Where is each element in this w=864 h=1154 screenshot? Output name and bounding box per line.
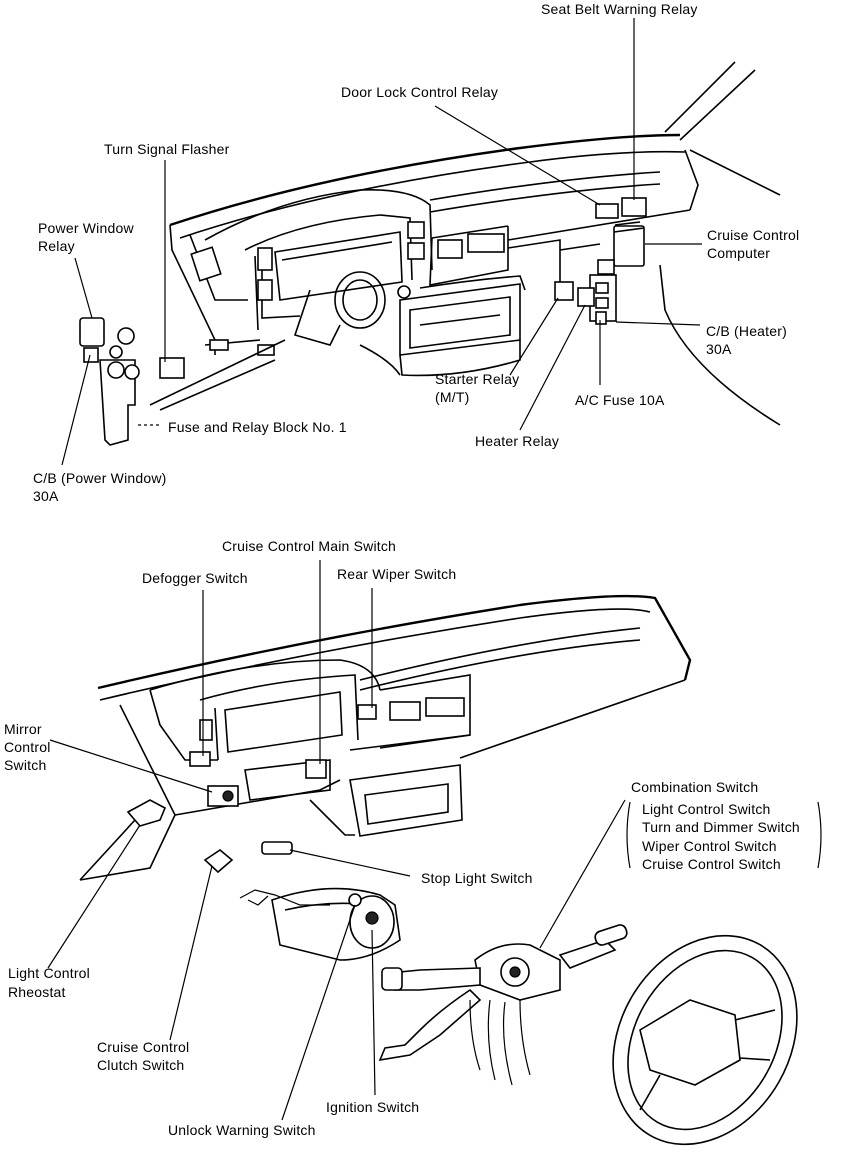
label-combo-turn-dimmer: Turn and Dimmer Switch — [642, 819, 800, 835]
bottom-switches — [126, 704, 377, 874]
label-starter-relay-line2: (M/T) — [435, 389, 470, 405]
leader-door-lock — [434, 105, 601, 206]
label-cb-power-window-line2: 30A — [33, 488, 59, 504]
label-door-lock-control-relay: Door Lock Control Relay — [341, 84, 499, 100]
steering-wheel — [612, 934, 798, 1146]
seat-belt-warning-relay-shape — [621, 197, 647, 217]
label-light-control-rheostat-line1: Light Control — [8, 965, 90, 981]
bottom-dashboard — [79, 594, 692, 881]
label-defogger-switch: Defogger Switch — [142, 570, 248, 586]
label-cruise-control-computer-line2: Computer — [707, 245, 771, 261]
leader-combination — [539, 799, 626, 949]
cruise-control-main-switch-shape — [305, 759, 327, 779]
label-seat-belt-warning-relay: Seat Belt Warning Relay — [541, 1, 698, 17]
ignition-switch-assembly — [239, 887, 401, 961]
stop-light-switch-shape — [261, 841, 293, 855]
ac-fuse-shape — [595, 311, 607, 325]
label-unlock-warning-switch: Unlock Warning Switch — [168, 1122, 316, 1138]
leader-rheostat — [47, 824, 141, 969]
label-ac-fuse: A/C Fuse 10A — [575, 392, 665, 408]
label-power-window-relay-line1: Power Window — [38, 220, 134, 236]
leader-unlock-warning — [281, 904, 356, 1121]
label-ignition-switch: Ignition Switch — [326, 1099, 420, 1115]
starter-relay-shape — [554, 281, 574, 301]
cruise-control-computer-shape — [613, 225, 645, 267]
rear-wiper-switch-shape — [357, 704, 377, 720]
label-cb-heater-line2: 30A — [706, 341, 732, 357]
leader-heater-relay — [519, 304, 586, 431]
label-turn-signal-flasher: Turn Signal Flasher — [104, 141, 230, 157]
power-window-relay-shape — [79, 317, 105, 347]
label-light-control-rheostat-line2: Rheostat — [8, 984, 66, 1000]
label-cb-power-window-line1: C/B (Power Window) — [33, 470, 167, 486]
label-mirror-control-switch-line1: Mirror — [4, 721, 42, 737]
leader-mirror — [49, 739, 213, 793]
top-dashboard — [149, 61, 781, 426]
label-cruise-control-clutch-switch-line1: Cruise Control — [97, 1039, 190, 1055]
label-combination-switch: Combination Switch — [631, 779, 759, 795]
label-rear-wiper-switch: Rear Wiper Switch — [337, 566, 457, 582]
label-combo-light-control: Light Control Switch — [642, 801, 771, 817]
leader-lines — [47, 18, 822, 1121]
leader-clutch — [169, 865, 213, 1041]
defogger-switch-shape — [189, 751, 211, 767]
top-relays — [554, 197, 647, 325]
label-cruise-control-clutch-switch-line2: Clutch Switch — [97, 1057, 185, 1073]
leader-cb-heater — [615, 321, 701, 326]
label-mirror-control-switch-line3: Switch — [4, 757, 47, 773]
label-mirror-control-switch-line2: Control — [4, 739, 51, 755]
label-heater-relay: Heater Relay — [475, 433, 560, 449]
leader-power-window-relay — [74, 257, 93, 319]
label-power-window-relay-line2: Relay — [38, 238, 75, 254]
turn-signal-flasher-shape — [159, 357, 185, 379]
label-fuse-relay-block: Fuse and Relay Block No. 1 — [168, 419, 347, 435]
door-lock-control-relay-shape — [595, 203, 619, 219]
label-combo-wiper-control: Wiper Control Switch — [642, 838, 777, 854]
leader-starter-relay — [509, 297, 559, 376]
label-starter-relay-line1: Starter Relay — [435, 371, 520, 387]
combination-switch-assembly — [378, 924, 628, 1086]
label-cb-heater-line1: C/B (Heater) — [706, 323, 787, 339]
cb-heater-shape — [597, 259, 615, 275]
label-cruise-control-main-switch: Cruise Control Main Switch — [222, 538, 397, 554]
leader-cb-power-window — [61, 354, 91, 466]
leader-ignition — [371, 929, 376, 1096]
cruise-control-clutch-switch-shape — [203, 849, 234, 874]
cb-power-window-shape — [83, 347, 99, 363]
label-stop-light-switch: Stop Light Switch — [421, 870, 533, 886]
light-control-rheostat-shape — [126, 799, 167, 827]
label-cruise-control-computer-line1: Cruise Control — [707, 227, 800, 243]
heater-relay-shape — [577, 287, 595, 307]
leader-stop-light — [289, 849, 411, 877]
label-combo-cruise-control: Cruise Control Switch — [642, 856, 781, 872]
